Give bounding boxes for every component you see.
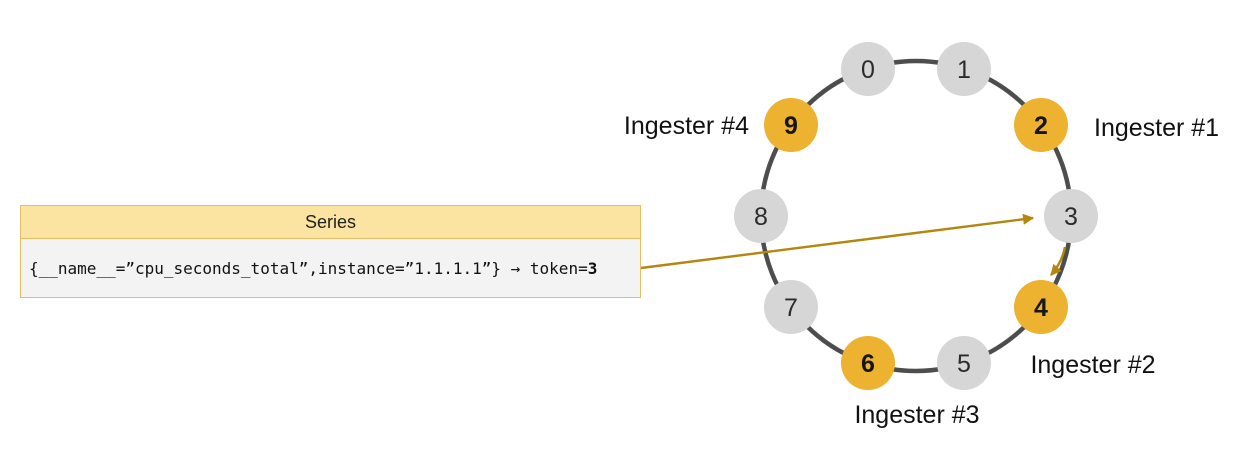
token-node-5: 5 <box>937 336 991 390</box>
token-number: 4 <box>1034 294 1048 322</box>
token-node-0: 0 <box>841 42 895 96</box>
token-circle <box>1044 189 1098 243</box>
series-box-title: Series <box>21 206 640 239</box>
token-number: 6 <box>861 350 875 378</box>
token-node-1: 1 <box>937 42 991 96</box>
series-text: {__name__=”cpu_seconds_total”,instance=”… <box>29 258 588 278</box>
token-number: 0 <box>861 56 875 84</box>
token-node-4: 4 <box>1014 280 1068 334</box>
series-box-body: {__name__=”cpu_seconds_total”,instance=”… <box>21 239 640 297</box>
token-number: 9 <box>784 112 798 140</box>
ingester-3-label: Ingester #3 <box>854 401 979 429</box>
token-number: 2 <box>1034 112 1048 140</box>
ingester-4-label: Ingester #4 <box>624 112 749 140</box>
series-token-value: 3 <box>587 258 598 278</box>
token-circle <box>1014 280 1068 334</box>
token-circle <box>734 189 788 243</box>
token-circle <box>841 336 895 390</box>
token-node-2: 2 <box>1014 98 1068 152</box>
token-node-8: 8 <box>734 189 788 243</box>
ingester-2-label: Ingester #2 <box>1030 351 1155 379</box>
token-circle <box>841 42 895 96</box>
token-node-7: 7 <box>764 280 818 334</box>
token-number: 7 <box>784 294 798 322</box>
token-circle <box>937 42 991 96</box>
token-to-ingester-arrow <box>1050 246 1067 276</box>
token-node-9: 9 <box>764 98 818 152</box>
token-circle <box>764 98 818 152</box>
token-circle <box>937 336 991 390</box>
token-circle <box>764 280 818 334</box>
series-to-token-arrow <box>640 213 1035 270</box>
token-number: 8 <box>754 203 768 231</box>
token-node-3: 3 <box>1044 189 1098 243</box>
ingester-1-label: Ingester #1 <box>1094 114 1219 142</box>
token-circle <box>1014 98 1068 152</box>
series-box: Series {__name__=”cpu_seconds_total”,ins… <box>20 205 641 298</box>
token-number: 5 <box>957 350 971 378</box>
token-node-6: 6 <box>841 336 895 390</box>
token-number: 1 <box>957 56 971 84</box>
token-number: 3 <box>1064 203 1078 231</box>
